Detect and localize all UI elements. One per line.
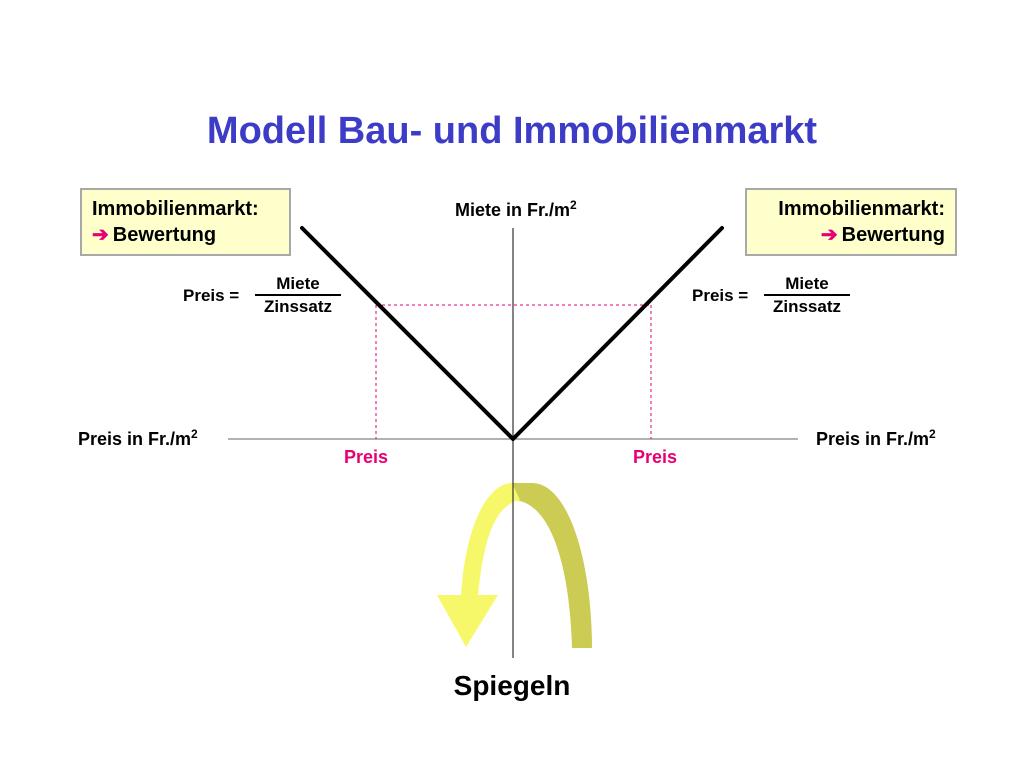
fraction-bar	[764, 294, 850, 296]
x-axis-left-label-text: Preis in Fr./m	[78, 429, 192, 449]
y-axis-label: Miete in Fr./m2	[455, 198, 577, 221]
x-axis-left-label-sup: 2	[191, 427, 198, 441]
preis-mark-right: Preis	[633, 447, 678, 467]
arrow-right-icon: ➔	[92, 224, 109, 246]
right-valuation-line	[511, 226, 724, 441]
formula-right-denominator: Zinssatz	[772, 297, 842, 316]
formula-left: Preis = Miete Zinssatz	[183, 274, 353, 322]
x-axis-left-label: Preis in Fr./m2	[78, 427, 198, 450]
slide-title: Modell Bau- und Immobilienmarkt	[206, 110, 818, 152]
formula-right-fraction: Miete Zinssatz	[764, 274, 850, 318]
formula-right: Preis = Miete Zinssatz	[692, 274, 862, 322]
formula-left-denominator: Zinssatz	[263, 297, 333, 316]
caption-spiegeln: Spiegeln	[453, 670, 571, 701]
info-box-right-line2: ➔Bewertung	[757, 222, 945, 248]
arrow-right-icon: ➔	[820, 224, 838, 246]
info-box-right-text: Bewertung	[841, 224, 945, 246]
formula-left-numerator: Miete	[276, 274, 320, 293]
formula-left-lhs: Preis =	[183, 286, 240, 305]
fraction-bar	[255, 294, 341, 296]
info-box-right-heading: Immobilienmarkt:	[778, 198, 945, 220]
info-box-left-line2: ➔Bewertung	[92, 222, 279, 248]
mirror-arrow-back	[512, 483, 592, 648]
formula-right-lhs: Preis =	[692, 286, 749, 305]
mirror-arrow-front	[437, 483, 520, 647]
x-axis-right-label-sup: 2	[929, 427, 936, 441]
y-axis-label-sup: 2	[570, 198, 577, 212]
x-axis-right-label: Preis in Fr./m2	[816, 427, 936, 450]
x-axis-right-label-text: Preis in Fr./m	[816, 429, 930, 449]
info-box-left: Immobilienmarkt: ➔Bewertung	[80, 188, 291, 256]
preis-mark-left: Preis	[344, 447, 389, 467]
info-box-left-heading: Immobilienmarkt:	[92, 198, 259, 220]
info-box-right: Immobilienmarkt: ➔Bewertung	[745, 188, 957, 256]
left-valuation-line	[300, 226, 515, 441]
y-axis-label-text: Miete in Fr./m	[455, 200, 571, 220]
formula-right-numerator: Miete	[785, 274, 829, 293]
formula-left-fraction: Miete Zinssatz	[255, 274, 341, 318]
info-box-left-text: Bewertung	[112, 224, 217, 246]
